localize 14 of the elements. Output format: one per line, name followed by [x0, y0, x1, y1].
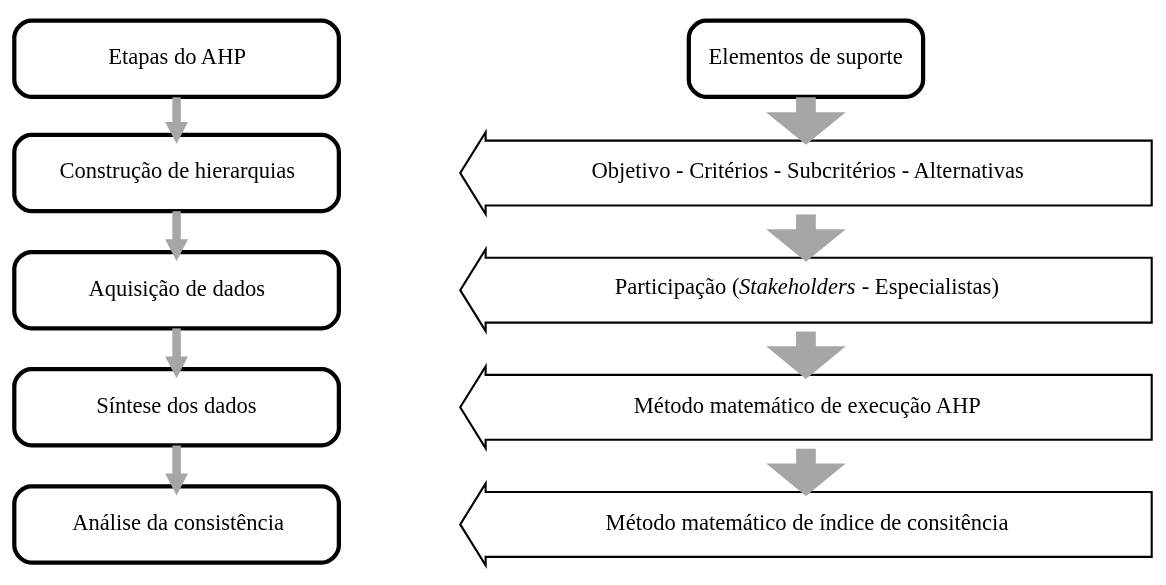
arrow — [766, 448, 846, 496]
arrow — [766, 331, 846, 379]
node-box: Síntese dos dados — [12, 366, 341, 448]
node-box: Análise da consistência — [12, 483, 341, 565]
arrow — [766, 213, 846, 262]
arrow — [165, 327, 189, 378]
arrow — [766, 96, 846, 145]
node-box: Aquisição de dados — [12, 249, 341, 330]
node-box: Construção de hierarquias — [12, 132, 341, 213]
node-box: Etapas do AHP — [12, 18, 341, 99]
arrow — [165, 445, 189, 495]
arrow — [165, 96, 189, 144]
node-box: Elementos de suporte — [686, 18, 926, 99]
arrow — [165, 210, 189, 261]
